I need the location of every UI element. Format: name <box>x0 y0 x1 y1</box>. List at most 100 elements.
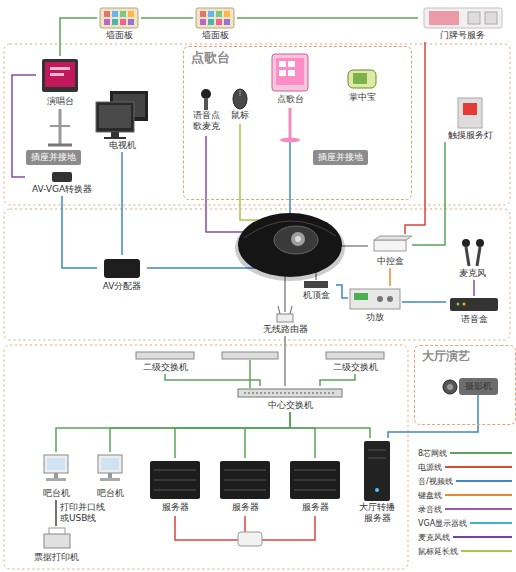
cable-connector <box>175 412 290 458</box>
server-icon <box>224 470 266 471</box>
amplifier-icon <box>350 289 400 309</box>
pc-icon <box>47 458 65 470</box>
tower-server-icon <box>364 441 390 501</box>
device-label: 演唱台 <box>36 96 84 107</box>
song-terminal-icon <box>288 70 295 76</box>
legend-line-sample <box>461 550 512 552</box>
device-label: 触摸服务灯 <box>440 130 500 141</box>
stage-monitor-icon <box>50 125 70 127</box>
device-label: 电视机 <box>92 140 152 151</box>
control-box-icon <box>374 240 406 251</box>
amplifier-icon <box>377 296 383 302</box>
legend-text: 录音线 <box>418 504 445 515</box>
service-light-icon <box>458 98 482 128</box>
wall-panel-icon <box>208 11 214 17</box>
region-outline <box>4 345 408 569</box>
wall-panel-icon <box>216 19 222 25</box>
wall-panel-icon <box>104 11 110 17</box>
storage-device-icon <box>238 532 262 546</box>
microphone-icon <box>477 247 480 266</box>
handheld-icon <box>348 70 376 88</box>
stage-monitor-icon <box>50 67 70 70</box>
wireless-router: 无线路由器 <box>255 304 315 336</box>
legend-line-sample <box>450 450 512 456</box>
cable-connector <box>336 285 348 298</box>
device-label: 大厅转播服务器 <box>356 502 398 524</box>
legend-line-sample <box>445 492 512 498</box>
legend-line-sample <box>470 522 512 524</box>
server-icon <box>154 480 196 481</box>
server-icon <box>150 461 200 499</box>
microphone-icon <box>462 239 484 266</box>
mic-icon <box>201 89 211 99</box>
server: 服务器 <box>148 458 202 514</box>
microphone-icon <box>462 239 470 247</box>
legend-row: 鼠标延长线 <box>418 544 512 558</box>
song-terminal-icon <box>279 70 286 76</box>
mouse: 鼠标 <box>225 88 255 122</box>
switch-icon <box>244 393 336 394</box>
stage-monitor-icon <box>48 144 72 147</box>
wall-panel-icon <box>196 8 234 28</box>
voice-box-icon <box>450 298 498 311</box>
cable-connector <box>388 395 478 438</box>
legend-text: VGA显示器线 <box>418 518 470 529</box>
song-station-region: 点歌台语音点歌麦克鼠标点歌台掌中宝插座并接地 <box>183 46 412 200</box>
region-outline <box>4 44 510 569</box>
legend-text: 电源线 <box>418 462 445 473</box>
tv-icon <box>96 91 148 139</box>
stage-monitor-icon <box>45 62 75 87</box>
door-panel-icon <box>424 8 502 28</box>
handheld-icon <box>348 70 376 88</box>
tower-server-icon <box>368 458 386 459</box>
pc-icon <box>44 455 68 473</box>
song-terminal: 点歌台 <box>265 52 315 106</box>
legend: 8芯网线电源线音/视频线键盘线录音线VGA显示器线麦克风线鼠标延长线 <box>418 446 512 558</box>
mouse-icon <box>240 90 241 96</box>
server-icon <box>154 490 196 491</box>
av-vga-converter: AV-VGA转换器 <box>25 170 99 196</box>
converter-icon <box>52 172 72 182</box>
access-switch: 二级交换机 <box>134 350 196 374</box>
switch-icon <box>136 352 194 359</box>
microphone: 麦克风 <box>452 238 492 280</box>
door-panel-icon <box>429 11 459 25</box>
cable <box>175 516 238 540</box>
amplifier: 功放 <box>348 286 402 324</box>
voice-box-icon <box>463 303 466 306</box>
legend-row: 音/视频线 <box>418 474 512 488</box>
service-light-icon <box>463 103 477 115</box>
set-top-box-icon <box>304 281 328 288</box>
cable-connector <box>62 196 97 268</box>
singing-stage: 演唱台 <box>36 56 84 108</box>
wall-panel-icon <box>216 11 222 17</box>
central-unit <box>291 232 305 246</box>
router-icon <box>277 306 293 322</box>
cable-connector <box>245 412 290 458</box>
stage-monitor-icon <box>50 73 64 76</box>
device-label: 机顶盒 <box>296 290 336 301</box>
device-label: 服务器 <box>218 502 272 513</box>
device-label: 插座并接地 <box>31 152 76 163</box>
amplifier-icon <box>354 293 368 300</box>
legend-row: 麦克风线 <box>418 530 512 544</box>
camera: 摄影机 <box>459 378 498 395</box>
router-icon <box>290 306 292 314</box>
legend-line-sample <box>456 480 512 482</box>
mic-icon <box>201 89 211 110</box>
stage-monitor-icon <box>42 59 78 92</box>
device-label: 二级交换机 <box>134 362 196 373</box>
tv-icon <box>111 132 119 137</box>
receipt-printer: 票据打印机 <box>28 526 84 564</box>
device-label: 点歌台 <box>265 94 315 105</box>
camera-lens-icon <box>447 384 453 390</box>
cable-connector <box>237 17 418 19</box>
server-icon <box>294 490 336 491</box>
mic-icon <box>204 98 208 110</box>
cable-connector <box>405 42 425 234</box>
cable-connector <box>290 412 370 438</box>
legend-line-sample <box>445 464 512 470</box>
wall-panel-icon <box>128 19 134 25</box>
wall-panel-icon <box>104 19 110 25</box>
control-box: 中控盒 <box>368 234 412 268</box>
